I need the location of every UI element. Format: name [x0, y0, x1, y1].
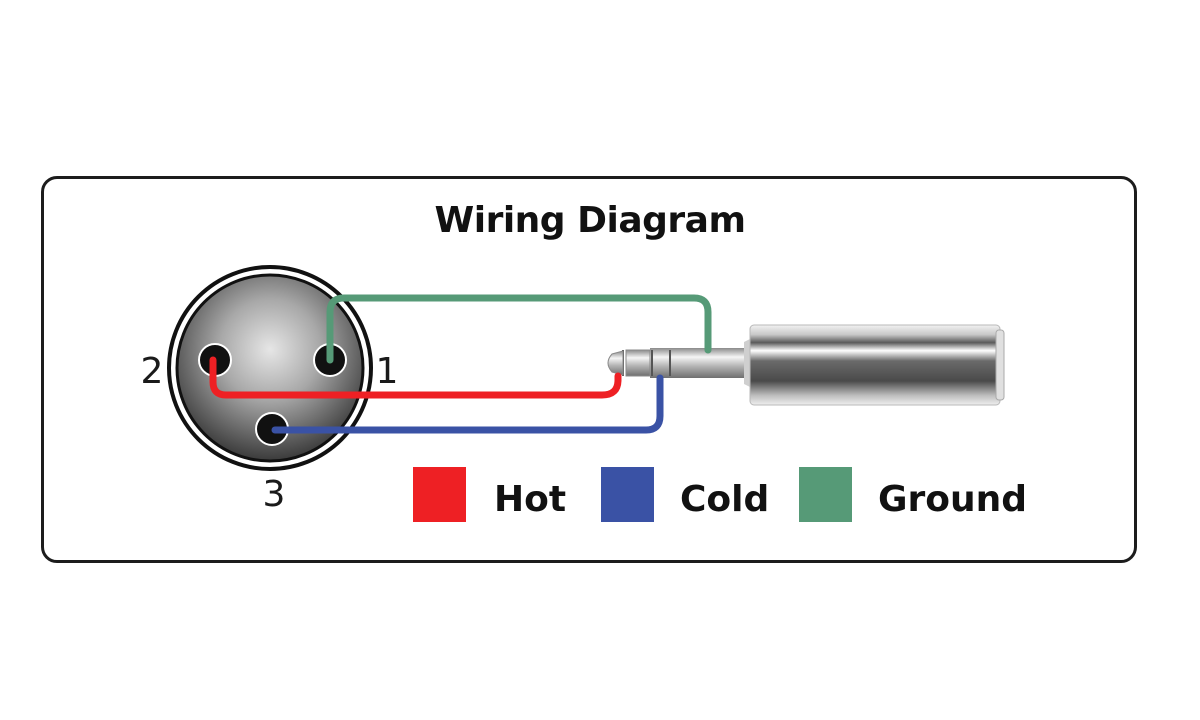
- pin-label-2: 2: [141, 351, 164, 392]
- legend-swatch-ground: [799, 467, 852, 522]
- legend: Hot Cold Ground: [413, 467, 1027, 522]
- legend-label-ground: Ground: [878, 479, 1027, 520]
- wire-hot: [209, 356, 622, 399]
- diagram-title: Wiring Diagram: [434, 200, 746, 241]
- trs-ring: [625, 349, 651, 377]
- trs-barrel-end: [995, 329, 1005, 401]
- trs-tip: [607, 350, 624, 376]
- legend-label-hot: Hot: [494, 479, 566, 520]
- legend-swatch-hot: [413, 467, 466, 522]
- pin-label-1: 1: [376, 351, 399, 392]
- legend-swatch-cold: [601, 467, 654, 522]
- trs-shaft: [650, 348, 750, 378]
- trs-plug: [607, 324, 1005, 406]
- wire-cold: [271, 374, 664, 434]
- legend-label-cold: Cold: [680, 479, 769, 520]
- trs-barrel: [749, 324, 1001, 406]
- xlr-face: [175, 273, 365, 463]
- xlr-connector: [167, 265, 373, 471]
- pin-label-3: 3: [263, 474, 286, 515]
- diagram-frame: [41, 176, 1137, 563]
- wire-ground: [326, 294, 712, 364]
